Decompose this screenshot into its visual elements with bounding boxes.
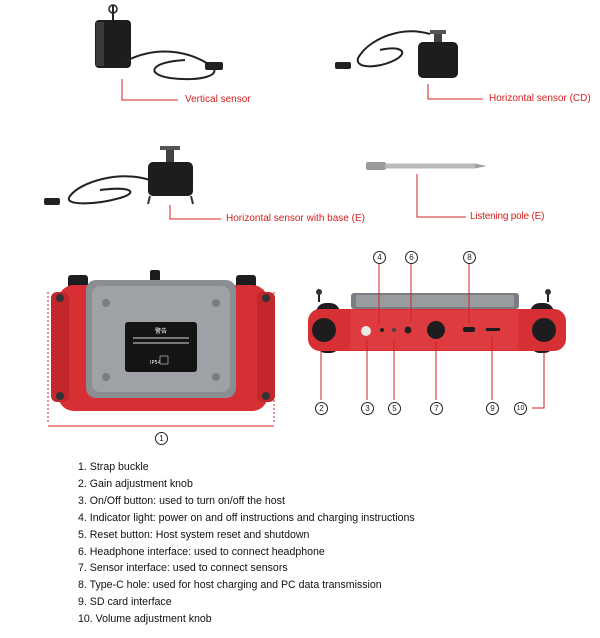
device-label-ip: IP54: [150, 360, 161, 366]
marker-2: 2: [315, 402, 328, 415]
marker-1: 1: [155, 432, 168, 445]
legend-item: 1. Strap buckle: [78, 461, 149, 473]
device-back-view: 警告 IP54: [51, 270, 275, 411]
horizontal-sensor-cd-leader: [427, 84, 483, 100]
device-front-view: [308, 289, 566, 353]
legend-item: 5. Reset button: Host system reset and s…: [78, 528, 310, 541]
legend-item: 4. Indicator light: power on and off ins…: [78, 511, 415, 524]
marker-10: 10: [514, 402, 527, 415]
horizontal-sensor-cd-image: [335, 30, 458, 78]
device-label-warning: 警告: [155, 327, 167, 335]
vertical-sensor-image: [95, 4, 223, 81]
legend-item: 3. On/Off button: used to turn on/off th…: [78, 494, 285, 507]
marker-7: 7: [430, 402, 443, 415]
marker-6: 6: [405, 251, 418, 264]
horizontal-sensor-base-image: [44, 146, 194, 205]
legend-item: 8. Type-C hole: used for host charging a…: [78, 579, 382, 592]
horizontal-sensor-base-leader: [169, 205, 221, 220]
callout-horizontal-sensor-cd: Horizontal sensor (CD): [489, 93, 591, 104]
callout-listening-pole: Listening pole (E): [470, 211, 545, 222]
marker-8: 8: [463, 251, 476, 264]
marker-10-leader: [532, 352, 545, 409]
legend-item: 7. Sensor interface: used to connect sen…: [78, 562, 288, 575]
listening-pole-leader: [416, 174, 466, 218]
front-view-leaders: [320, 264, 545, 409]
marker-3: 3: [361, 402, 374, 415]
callout-vertical-sensor: Vertical sensor: [185, 94, 251, 105]
legend-item: 9. SD card interface: [78, 596, 172, 609]
callout-horizontal-sensor-base: Horizontal sensor with base (E): [226, 213, 365, 224]
marker-4: 4: [373, 251, 386, 264]
legend-item: 6. Headphone interface: used to connect …: [78, 545, 325, 558]
legend-item: 2. Gain adjustment knob: [78, 477, 193, 490]
vertical-sensor-leader: [121, 79, 178, 101]
legend-item: 10. Volume adjustment knob: [78, 613, 212, 626]
marker-5: 5: [388, 402, 401, 415]
marker-9: 9: [486, 402, 499, 415]
listening-pole-image: [366, 162, 487, 170]
component-legend: 1. Strap buckle 2. Gain adjustment knob …: [78, 459, 415, 628]
